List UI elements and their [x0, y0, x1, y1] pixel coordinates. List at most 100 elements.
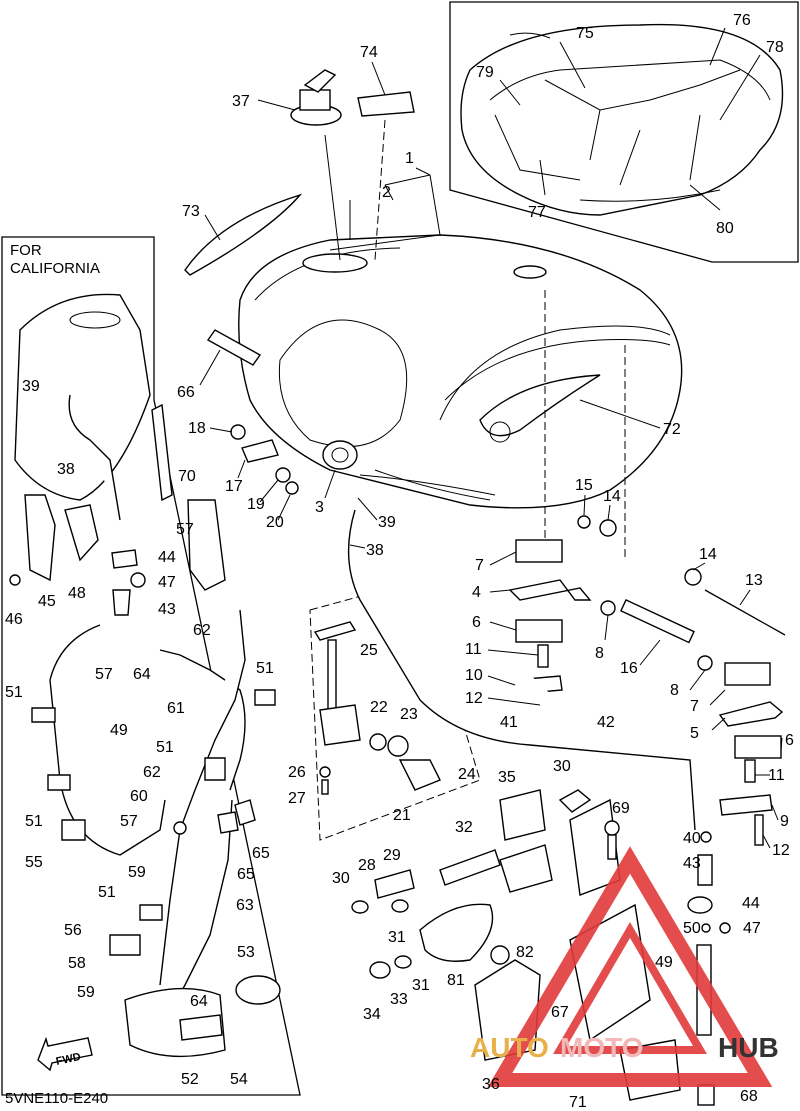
fwd-label: FWD — [55, 1051, 82, 1068]
fuel-cap — [290, 69, 342, 261]
callout-70: 70 — [178, 468, 196, 485]
callout-69: 69 — [612, 800, 630, 817]
callout-51: 51 — [25, 813, 43, 830]
callout-58: 58 — [68, 955, 86, 972]
callout-61: 61 — [167, 700, 185, 717]
callout-75: 75 — [576, 25, 594, 42]
callout-57: 57 — [176, 521, 194, 538]
callout-76: 76 — [733, 12, 751, 29]
decal — [357, 91, 415, 117]
callout-64: 64 — [133, 666, 151, 683]
callout-74: 74 — [360, 44, 378, 61]
watermark-hub: HUB — [718, 1032, 779, 1063]
callout-8: 8 — [595, 645, 604, 662]
callout-40: 40 — [683, 830, 701, 847]
callout-38: 38 — [366, 542, 384, 559]
callout-66: 66 — [177, 384, 195, 401]
callout-56: 56 — [64, 922, 82, 939]
callout-7: 7 — [475, 557, 484, 574]
callout-51: 51 — [256, 660, 274, 677]
callout-59: 59 — [77, 984, 95, 1001]
fuel-pump-and-filter — [351, 789, 621, 979]
callout-30: 30 — [332, 870, 350, 887]
callout-37: 37 — [232, 93, 250, 110]
callout-60: 60 — [130, 788, 148, 805]
california-canister-system — [9, 293, 281, 1058]
callout-14: 14 — [603, 488, 621, 505]
leader-lines — [199, 61, 783, 849]
callout-20: 20 — [266, 514, 284, 531]
callout-80: 80 — [716, 220, 734, 237]
callout-49: 49 — [110, 722, 128, 739]
callout-51: 51 — [98, 884, 116, 901]
callout-30: 30 — [553, 758, 571, 775]
callout-27: 27 — [288, 790, 306, 807]
callout-65: 65 — [252, 845, 270, 862]
callout-11: 11 — [768, 767, 785, 784]
callout-50: 50 — [683, 920, 701, 937]
callout-26: 26 — [288, 764, 306, 781]
callout-47: 47 — [158, 574, 176, 591]
callout-51: 51 — [156, 739, 174, 756]
callout-38: 38 — [57, 461, 75, 478]
callout-5: 5 — [690, 725, 699, 742]
rollover-valve-parts-right — [687, 831, 731, 1036]
callout-25: 25 — [360, 642, 378, 659]
callout-82: 82 — [516, 944, 534, 961]
callout-62: 62 — [193, 622, 211, 639]
callout-51: 51 — [5, 684, 23, 701]
watermark-moto: MOTO — [560, 1032, 643, 1063]
callout-81: 81 — [447, 972, 465, 989]
callout-44: 44 — [742, 895, 760, 912]
callout-29: 29 — [383, 847, 401, 864]
callout-19: 19 — [247, 496, 265, 513]
callout-18: 18 — [188, 420, 206, 437]
callout-2: 2 — [382, 184, 391, 201]
callout-16: 16 — [620, 660, 638, 677]
callout-7: 7 — [690, 698, 699, 715]
callout-36: 36 — [482, 1076, 500, 1093]
callout-1: 1 — [405, 150, 414, 167]
callout-11: 11 — [465, 641, 482, 658]
callout-41: 41 — [500, 714, 518, 731]
callout-54: 54 — [230, 1071, 248, 1088]
callout-12: 12 — [772, 842, 790, 859]
callout-44: 44 — [158, 549, 176, 566]
callout-3: 3 — [315, 499, 324, 516]
callout-52: 52 — [181, 1071, 199, 1088]
callout-24: 24 — [458, 766, 476, 783]
watermark-auto: AUTO — [470, 1032, 549, 1063]
california-note-line2: CALIFORNIA — [10, 260, 100, 277]
callout-68: 68 — [740, 1088, 758, 1105]
callout-33: 33 — [390, 991, 408, 1008]
callout-73: 73 — [182, 203, 200, 220]
callout-57: 57 — [95, 666, 113, 683]
callout-23: 23 — [400, 706, 418, 723]
watermark: AUTO MOTO HUB — [470, 846, 779, 1087]
callout-28: 28 — [358, 857, 376, 874]
callout-15: 15 — [575, 477, 593, 494]
callout-10: 10 — [465, 667, 483, 684]
callout-4: 4 — [472, 584, 481, 601]
callout-71: 71 — [569, 1094, 587, 1111]
callout-79: 79 — [476, 64, 494, 81]
side-panel-left — [184, 193, 303, 276]
callout-22: 22 — [370, 699, 388, 716]
callout-labels: 1 2 3 4 5 6 6 7 7 8 8 9 10 11 11 12 12 1… — [5, 12, 794, 1111]
damper — [206, 329, 262, 366]
callout-62: 62 — [143, 764, 161, 781]
california-note-line1: FOR — [10, 242, 42, 259]
callout-39: 39 — [378, 514, 396, 531]
callout-34: 34 — [363, 1006, 381, 1023]
callout-47: 47 — [743, 920, 761, 937]
fuel-hose-38 — [347, 509, 696, 831]
callout-72: 72 — [663, 421, 681, 438]
callout-46: 46 — [5, 611, 23, 628]
mounting-hardware-right — [508, 515, 786, 846]
callout-13: 13 — [745, 572, 763, 589]
callout-35: 35 — [498, 769, 516, 786]
callout-17: 17 — [225, 478, 243, 495]
callout-65: 65 — [237, 866, 255, 883]
callout-6: 6 — [785, 732, 794, 749]
callout-59: 59 — [128, 864, 146, 881]
